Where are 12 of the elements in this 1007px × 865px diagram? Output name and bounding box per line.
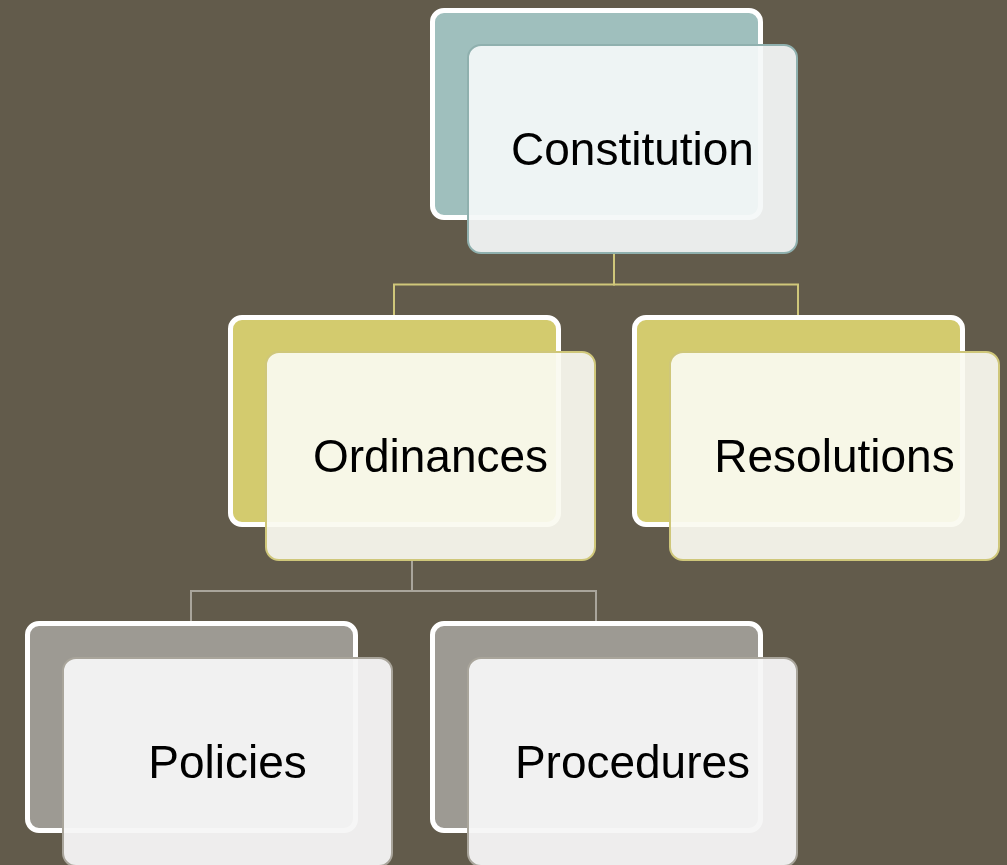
card-title: Procedures: [514, 735, 751, 789]
card-title: Constitution: [511, 122, 754, 176]
connector-line: [411, 560, 597, 622]
org-chart-card: [430, 8, 798, 254]
card-title: Ordinances: [312, 429, 549, 483]
org-chart-card: [430, 621, 798, 865]
org-chart-card: [228, 315, 596, 561]
org-chart-card: [25, 621, 393, 865]
connector-line: [613, 253, 799, 316]
org-chart-card: [632, 315, 1000, 561]
card-title: Policies: [148, 735, 307, 789]
card-title: Resolutions: [714, 429, 955, 483]
